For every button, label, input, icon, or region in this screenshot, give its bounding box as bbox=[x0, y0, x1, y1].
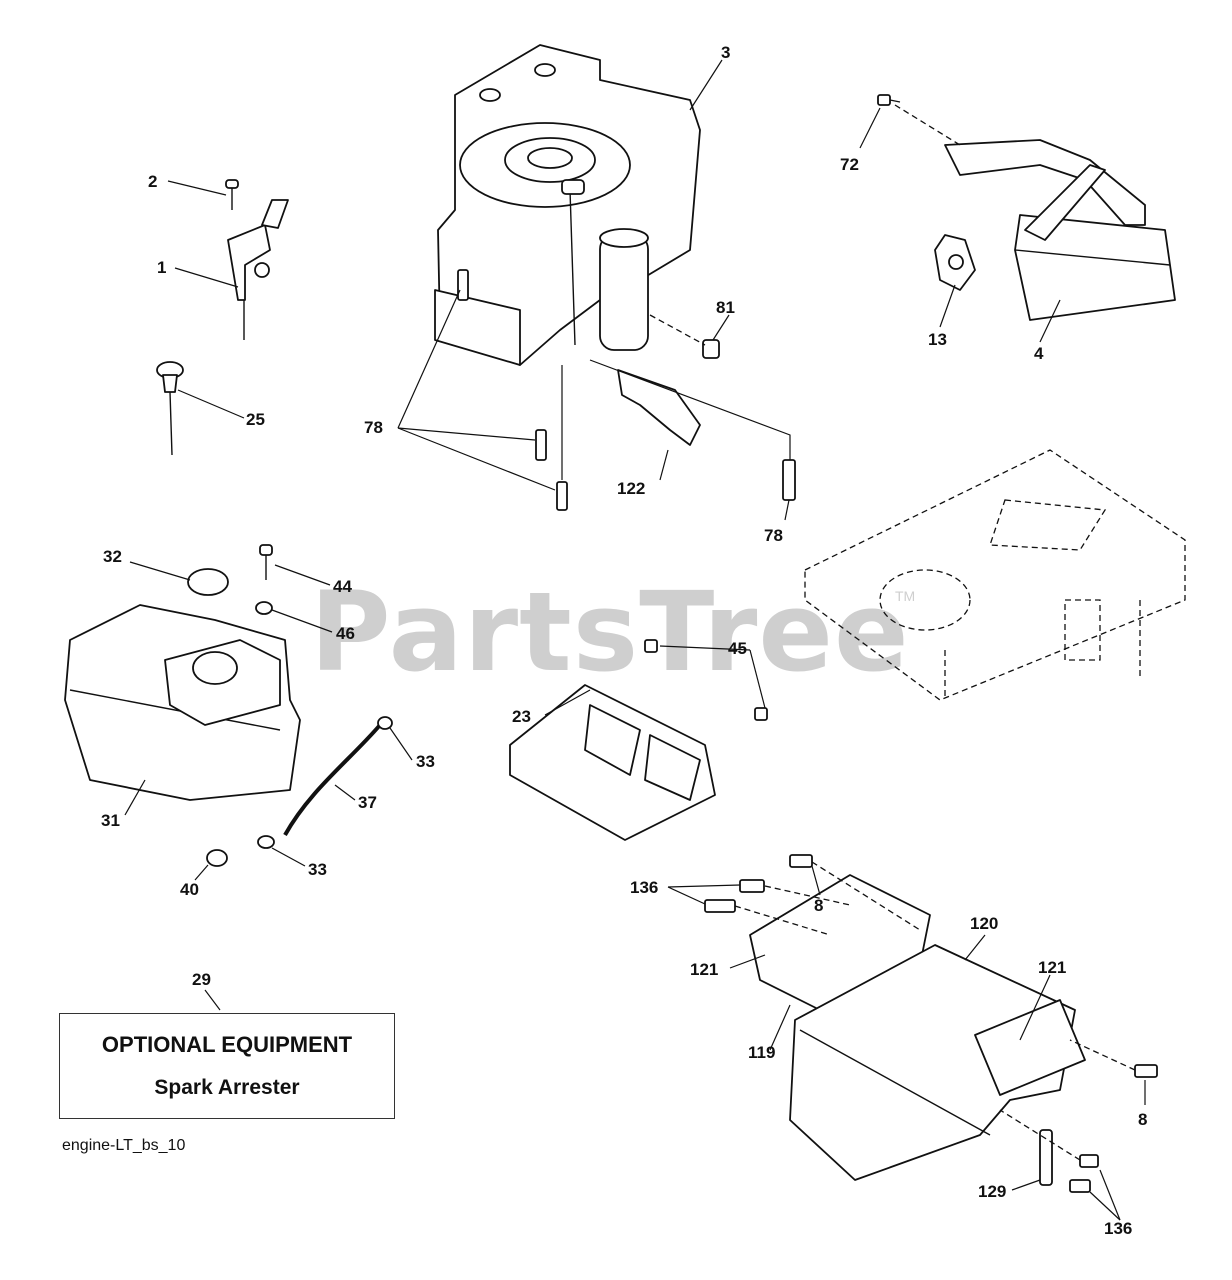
callout-25: 25 bbox=[246, 410, 265, 429]
callout-45: 45 bbox=[728, 639, 747, 658]
vent-screw-part-44[interactable] bbox=[259, 544, 273, 580]
frame-plate bbox=[804, 449, 1186, 701]
callout-3: 3 bbox=[721, 43, 730, 62]
clamps-part-33[interactable] bbox=[257, 716, 393, 849]
callout-78: 78 bbox=[764, 526, 783, 545]
callout-33: 33 bbox=[308, 860, 327, 879]
callout-122: 122 bbox=[617, 479, 645, 498]
callout-136: 136 bbox=[1104, 1219, 1132, 1238]
fuel-tank-part-31[interactable] bbox=[64, 604, 301, 801]
dipstick-part-25[interactable] bbox=[156, 361, 184, 456]
muffler-part-4[interactable] bbox=[944, 139, 1176, 321]
callout-8: 8 bbox=[814, 896, 823, 915]
watermark-trademark: TM bbox=[895, 588, 916, 604]
callout-40: 40 bbox=[180, 880, 199, 899]
bolts-part-78[interactable] bbox=[457, 269, 796, 511]
watermark: PartsTree bbox=[310, 568, 910, 696]
nut-part-81[interactable] bbox=[702, 339, 720, 359]
callout-119: 119 bbox=[748, 1043, 775, 1062]
leader-lines bbox=[124, 59, 1146, 1221]
engine-part-3[interactable] bbox=[434, 44, 701, 366]
callouts: 2 1 25 3 72 13 4 81 78 122 78 32 44 46 4… bbox=[101, 43, 1147, 1238]
callout-8: 8 bbox=[1138, 1110, 1147, 1129]
callout-78: 78 bbox=[364, 418, 383, 437]
optional-equipment-box: OPTIONAL EQUIPMENT Spark Arrester bbox=[59, 1013, 395, 1119]
bolts-part-136[interactable] bbox=[704, 879, 1099, 1193]
callout-37: 37 bbox=[358, 793, 377, 812]
callout-44: 44 bbox=[333, 577, 352, 596]
control-part-1[interactable] bbox=[227, 199, 289, 340]
callout-13: 13 bbox=[928, 330, 947, 349]
callout-120: 120 bbox=[970, 914, 998, 933]
fuel-cap-part-32[interactable] bbox=[187, 568, 229, 596]
callout-31: 31 bbox=[101, 811, 120, 830]
washer-part-46[interactable] bbox=[255, 601, 273, 615]
shield-part-122[interactable] bbox=[617, 369, 701, 446]
fuel-line-part-37[interactable] bbox=[283, 723, 382, 836]
callout-1: 1 bbox=[157, 258, 166, 277]
callout-32: 32 bbox=[103, 547, 122, 566]
bracket-part-121[interactable] bbox=[974, 999, 1086, 1096]
optional-equipment-title: OPTIONAL EQUIPMENT bbox=[101, 1032, 353, 1057]
bolts-part-45[interactable] bbox=[644, 639, 768, 721]
bolts-part-8[interactable] bbox=[789, 854, 1158, 1078]
callout-129: 129 bbox=[978, 1182, 1006, 1201]
callout-2: 2 bbox=[148, 172, 157, 191]
callout-81: 81 bbox=[716, 298, 735, 317]
bolt-part-72[interactable] bbox=[877, 94, 901, 106]
callout-121: 121 bbox=[1038, 958, 1066, 977]
callout-136: 136 bbox=[630, 878, 658, 897]
callout-23: 23 bbox=[512, 707, 531, 726]
plate-part-23[interactable] bbox=[509, 684, 716, 841]
callout-72: 72 bbox=[840, 155, 859, 174]
callout-121: 121 bbox=[690, 960, 718, 979]
screw-part-2[interactable] bbox=[225, 179, 239, 210]
plate-part-120[interactable] bbox=[789, 944, 1076, 1181]
gasket-part-13[interactable] bbox=[934, 234, 976, 291]
callout-46: 46 bbox=[336, 624, 355, 643]
callout-29: 29 bbox=[192, 970, 211, 989]
callout-4: 4 bbox=[1034, 344, 1044, 363]
diagram-reference-code: engine-LT_bs_10 bbox=[62, 1137, 186, 1154]
pin-part-129[interactable] bbox=[1039, 1129, 1053, 1186]
clamp-part-40[interactable] bbox=[206, 849, 228, 867]
spark-arrester-label: Spark Arrester bbox=[154, 1076, 300, 1099]
callout-33: 33 bbox=[416, 752, 435, 771]
